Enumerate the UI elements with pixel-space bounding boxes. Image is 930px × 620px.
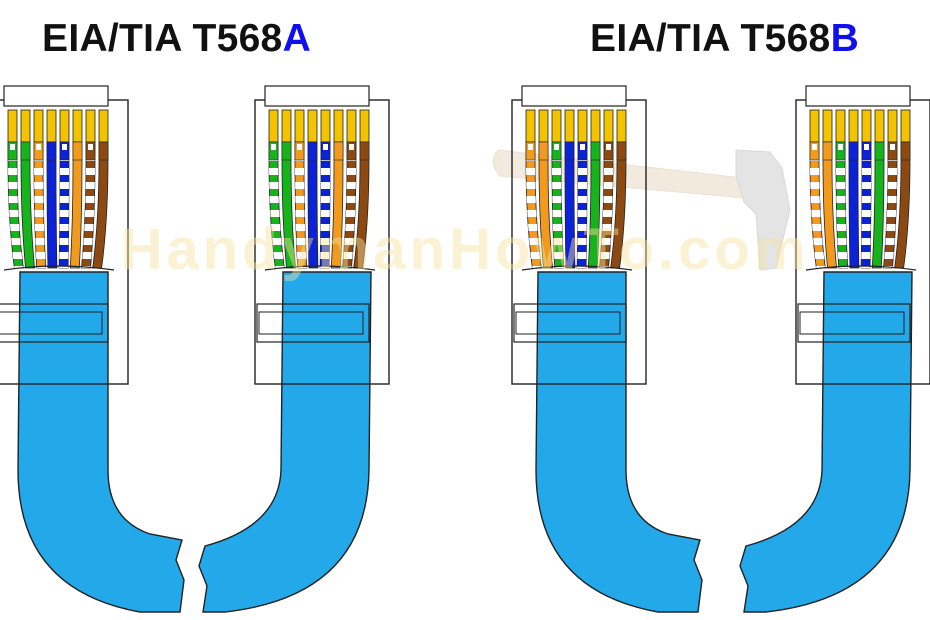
wire-white-orange (33, 109, 47, 269)
gold-contact (861, 109, 872, 143)
gold-contact (809, 109, 820, 143)
gold-contact (616, 109, 627, 143)
wire-white-brown (81, 109, 96, 269)
wire-orange (330, 109, 344, 269)
wire-white-green (268, 109, 285, 269)
gold-contact (577, 109, 588, 143)
gold-contact (538, 109, 549, 143)
gold-contact (551, 109, 562, 143)
connector-top (3, 85, 109, 107)
rj45-connector-t568b-left (511, 85, 703, 613)
gold-contact (590, 109, 601, 143)
cable-jacket (17, 271, 185, 613)
rj45-connector-t568a-left (0, 85, 185, 613)
cable-jacket (739, 271, 913, 613)
wire-blue (307, 109, 319, 269)
title-t568a-prefix: EIA/TIA T568 (42, 17, 283, 60)
gold-contact (20, 109, 31, 143)
watermark-text: HandymanHowTo.com (120, 217, 810, 282)
latch-inner (515, 311, 621, 335)
latch-outline (0, 303, 109, 343)
title-t568b-suffix: B (830, 17, 860, 60)
wire-blue (46, 109, 58, 269)
jacket-edge (521, 265, 633, 271)
wire-white-green (7, 109, 24, 269)
cable-jacket (198, 271, 372, 613)
connector-top (521, 85, 627, 107)
gold-contact (294, 109, 305, 143)
wire-white-blue (576, 109, 588, 269)
jacket-edge (805, 265, 917, 271)
wire-orange (538, 109, 553, 269)
gold-contact (72, 109, 83, 143)
gold-contact (59, 109, 70, 143)
gold-contact (98, 109, 109, 143)
gold-contact (525, 109, 536, 143)
cable-jacket (535, 271, 703, 613)
title-t568b: EIA/TIA T568B (590, 14, 859, 64)
gold-contact (307, 109, 318, 143)
wire-green (281, 109, 296, 269)
wire-white-brown (342, 109, 357, 269)
wire-white-brown (599, 109, 614, 269)
gold-contact (320, 109, 331, 143)
gold-contact (85, 109, 96, 143)
gold-contact (7, 109, 18, 143)
gold-contact (822, 109, 833, 143)
wire-blue (848, 109, 860, 269)
wire-white-blue (58, 109, 70, 269)
wire-white-green (551, 109, 565, 269)
gold-contact (359, 109, 370, 143)
gold-contact (281, 109, 292, 143)
wire-brown (92, 109, 109, 269)
title-t568a: EIA/TIA T568A (42, 14, 311, 64)
gold-contact (900, 109, 911, 143)
latch-outline (256, 303, 370, 343)
gold-contact (848, 109, 859, 143)
wire-white-orange (294, 109, 308, 269)
wire-white-blue (860, 109, 872, 269)
gold-contact (603, 109, 614, 143)
latch-inner (0, 311, 103, 335)
latch-outline (513, 303, 627, 343)
gold-contact (835, 109, 846, 143)
rj45-connector-t568a-right (198, 85, 390, 613)
wire-white-green (835, 109, 849, 269)
gold-contact (887, 109, 898, 143)
wire-orange (69, 109, 83, 269)
jacket-edge (3, 265, 115, 271)
wire-blue (564, 109, 576, 269)
latch-inner (799, 311, 905, 335)
wire-white-brown (883, 109, 898, 269)
title-t568b-prefix: EIA/TIA T568 (590, 17, 831, 60)
gold-contact (564, 109, 575, 143)
wire-green (20, 109, 35, 269)
gold-contact (333, 109, 344, 143)
wire-green (587, 109, 601, 269)
latch-inner (258, 311, 364, 335)
gold-contact (268, 109, 279, 143)
gold-contact (33, 109, 44, 143)
wire-white-orange (809, 109, 826, 269)
rj45-connector-t568b-right (739, 85, 930, 613)
wire-orange (822, 109, 837, 269)
gold-contact (46, 109, 57, 143)
jacket-edge (264, 265, 376, 271)
latch-outline (797, 303, 911, 343)
gold-contact (346, 109, 357, 143)
wire-green (871, 109, 885, 269)
wire-white-orange (525, 109, 542, 269)
wire-white-blue (319, 109, 331, 269)
gold-contact (874, 109, 885, 143)
connector-top (264, 85, 370, 107)
connector-top (805, 85, 911, 107)
title-t568a-suffix: A (282, 17, 312, 60)
